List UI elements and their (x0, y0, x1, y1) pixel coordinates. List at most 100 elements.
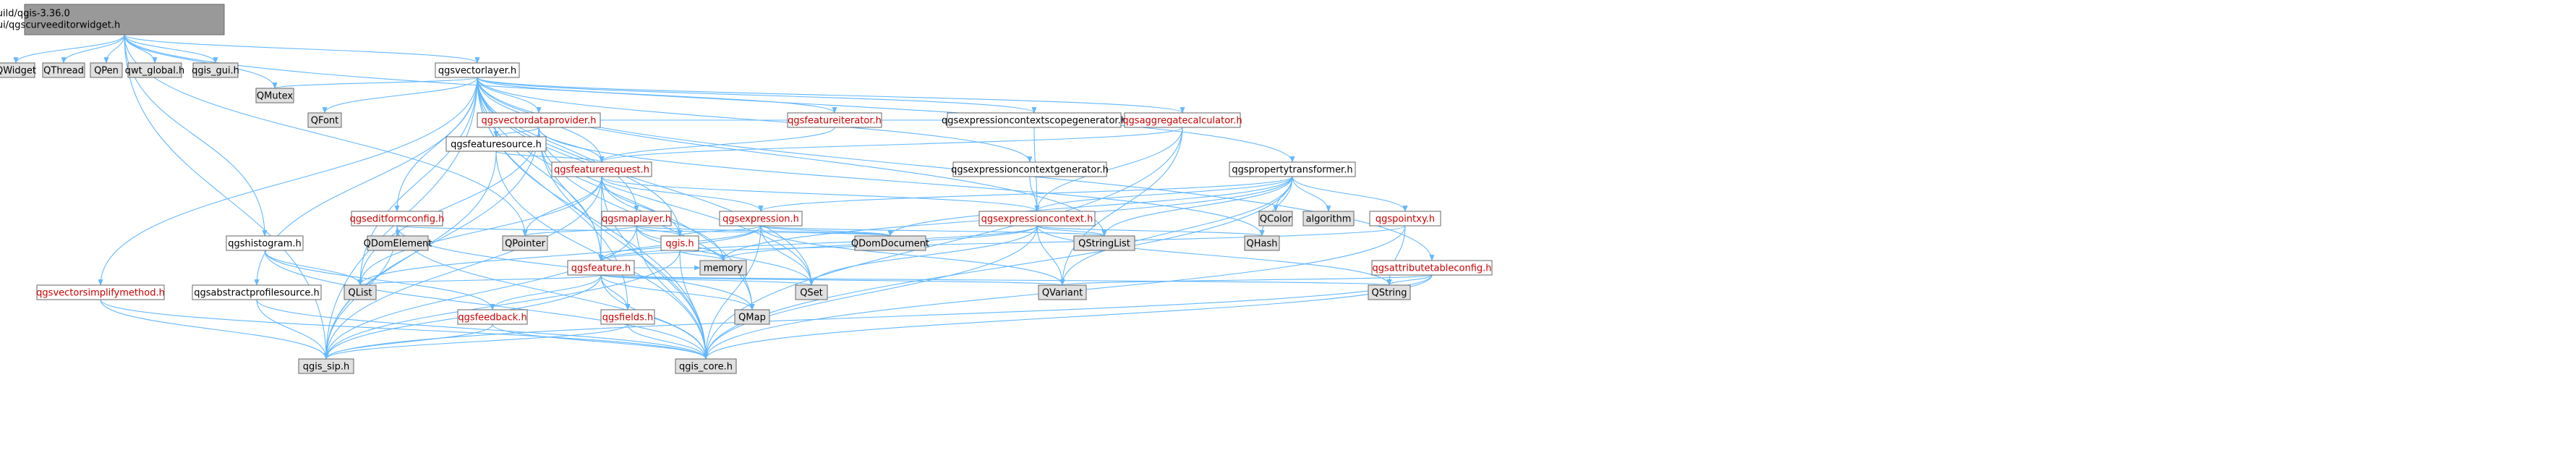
edge-root-to-qgspropertytransformer (124, 34, 1295, 163)
node-QWidget: QWidget (0, 62, 36, 78)
node-qgis_gui: qgis_gui.h (192, 62, 239, 78)
edge-qgspropertytransformer-to-qgsexpressioncontext (1034, 176, 1293, 212)
edge-qgspointxy-to-qgsfeature (598, 225, 1406, 261)
node-qgsfields[interactable]: qgsfields.h (600, 309, 655, 325)
node-QColor: QColor (1258, 211, 1293, 227)
node-label: QThread (43, 66, 84, 77)
edge-qgsmaplayer-to-QDomDocument (636, 225, 893, 237)
node-box (699, 260, 747, 276)
node-qgsvectorlayer[interactable]: qgsvectorlayer.h (435, 62, 520, 78)
node-box (298, 358, 354, 374)
node-label: QDomElement (364, 239, 432, 250)
edge-qgsmaplayer-to-qgis_sip (323, 225, 637, 360)
node-qgsmaplayer[interactable]: qgsmaplayer.h (601, 211, 672, 227)
edge-qgshistogram-to-qgsfeedback (264, 250, 495, 310)
node-box (600, 309, 655, 325)
node-box (947, 112, 1122, 128)
node-qgsexpressioncontextscopegenerator[interactable]: qgsexpressioncontextscopegenerator.h (942, 112, 1127, 128)
node-qgspropertytransformer[interactable]: qgspropertytransformer.h (1229, 161, 1356, 177)
node-QPen: QPen (90, 62, 123, 78)
node-box (1371, 260, 1493, 276)
node-label: qgsvectorlayer.h (438, 66, 516, 77)
node-box (42, 62, 85, 78)
edge-qgsaggregatecalculator-to-qgsexpressioncontext (1034, 127, 1183, 212)
node-memory: memory (699, 260, 747, 276)
node-qgsabstractprofilesource[interactable]: qgsabstractprofilesource.h (192, 284, 322, 300)
node-qgsvectordataprovider[interactable]: qgsvectordataprovider.h (477, 112, 601, 128)
edge-qgsfeature-to-qgsfields (600, 274, 631, 310)
node-box (978, 211, 1096, 227)
edge-qgsattributetableconfig-to-qgis_sip (323, 274, 1433, 360)
node-box (435, 62, 520, 78)
node-box (952, 161, 1107, 177)
edge-qgspropertytransformer-to-QVariant (1059, 176, 1293, 286)
edge-qgsattributetableconfig-to-QVariant (1060, 274, 1433, 286)
node-label: qgsattributetableconfig.h (1372, 263, 1491, 274)
edge-qgsvectorlayer-to-qgsexpressioncontextscopegenerator (477, 77, 1037, 114)
node-label: qgshistogram.h (228, 239, 302, 250)
edge-qgsvectorlayer-to-QList (357, 77, 478, 286)
edge-qgsexpression-to-QList (357, 225, 762, 286)
node-qgsvectorsimplifymethod[interactable]: qgsvectorsimplifymethod.h (36, 284, 165, 300)
node-root[interactable]: /build/qgis-3.36.0+99sid/src/gui/qgscurv… (0, 4, 225, 35)
node-box (1258, 211, 1293, 227)
node-box (192, 284, 322, 300)
node-qgsexpressioncontextgenerator[interactable]: qgsexpressioncontextgenerator.h (951, 161, 1109, 177)
edge-qgspropertytransformer-to-QStringList (1101, 176, 1293, 237)
node-qgsattributetableconfig[interactable]: qgsattributetableconfig.h (1371, 260, 1493, 276)
node-label: QStringList (1078, 239, 1130, 250)
node-box (1368, 284, 1411, 300)
edge-qgsfeaturerequest-to-qgsexpression (601, 176, 764, 212)
node-box (787, 112, 882, 128)
node-qgspointxy[interactable]: qgspointxy.h (1369, 211, 1441, 227)
node-qgsexpression[interactable]: qgsexpression.h (719, 211, 803, 227)
node-label: qgsfeedback.h (458, 313, 526, 323)
node-box (551, 161, 652, 177)
node-qgis_core: qgis_core.h (675, 358, 737, 374)
node-qgsfeaturerequest[interactable]: qgsfeaturerequest.h (551, 161, 652, 177)
node-QList: QList (344, 284, 377, 300)
edge-qgsfeedback-to-qgis_core (492, 323, 709, 360)
node-QMutex: QMutex (255, 88, 294, 103)
node-qgsfeatureiterator[interactable]: qgsfeatureiterator.h (787, 112, 882, 128)
node-qgsfeature[interactable]: qgsfeature.h (567, 260, 635, 276)
edge-qgsexpression-to-qgis_core (703, 225, 762, 360)
node-QStringList: QStringList (1073, 235, 1135, 251)
edge-root-to-QThread (61, 34, 125, 64)
edge-qgsfeature-to-QString (600, 274, 1391, 286)
node-label: QString (1371, 288, 1407, 299)
node-QDomElement: QDomElement (364, 235, 432, 251)
node-qgsexpressioncontext[interactable]: qgsexpressioncontext.h (978, 211, 1096, 227)
edge-qgsabstractprofilesource-to-qgis_sip (256, 299, 329, 360)
node-qgis[interactable]: qgis.h (660, 235, 699, 251)
node-qgshistogram[interactable]: qgshistogram.h (226, 235, 304, 251)
edge-qgsexpressioncontext-to-QStringList (1036, 225, 1107, 237)
node-qgsfeaturesource[interactable]: qgsfeaturesource.h (445, 136, 547, 152)
node-label: qgsfeature.h (571, 263, 631, 274)
node-label: algorithm (1306, 214, 1352, 225)
edge-qgis-to-qgis_sip (323, 250, 681, 360)
node-box (477, 112, 601, 128)
node-box (675, 358, 737, 374)
edge-qgseditformconfig-to-QDomDocument (396, 225, 892, 237)
edge-root-to-QPen (103, 34, 125, 64)
node-qgseditformconfig[interactable]: qgseditformconfig.h (350, 211, 445, 227)
edge-qgsfeaturesource-to-qgsfeaturerequest (495, 151, 605, 163)
node-QFont: QFont (307, 112, 342, 128)
node-label: qwt_global.h (125, 66, 185, 77)
node-label: QMap (738, 313, 766, 323)
node-box (226, 235, 304, 251)
node-box (719, 211, 803, 227)
node-label: qgsexpressioncontextgenerator.h (951, 165, 1109, 176)
node-label: QSet (800, 288, 823, 299)
node-qgsfeedback[interactable]: qgsfeedback.h (457, 309, 528, 325)
edge-qgsvectorlayer-to-QStringList (477, 77, 1107, 237)
node-box (367, 235, 429, 251)
node-QSet: QSet (795, 284, 828, 300)
node-qgsaggregatecalculator[interactable]: qgsaggregatecalculator.h (1122, 112, 1242, 128)
edge-qgsfeaturerequest-to-QPointer (522, 176, 602, 237)
edge-qgsaggregatecalculator-to-qgis_core (703, 127, 1183, 360)
node-box (24, 4, 225, 35)
edge-qgshistogram-to-QList (264, 250, 363, 286)
edge-qgsfeaturesource-to-qgis_sip (323, 151, 497, 360)
